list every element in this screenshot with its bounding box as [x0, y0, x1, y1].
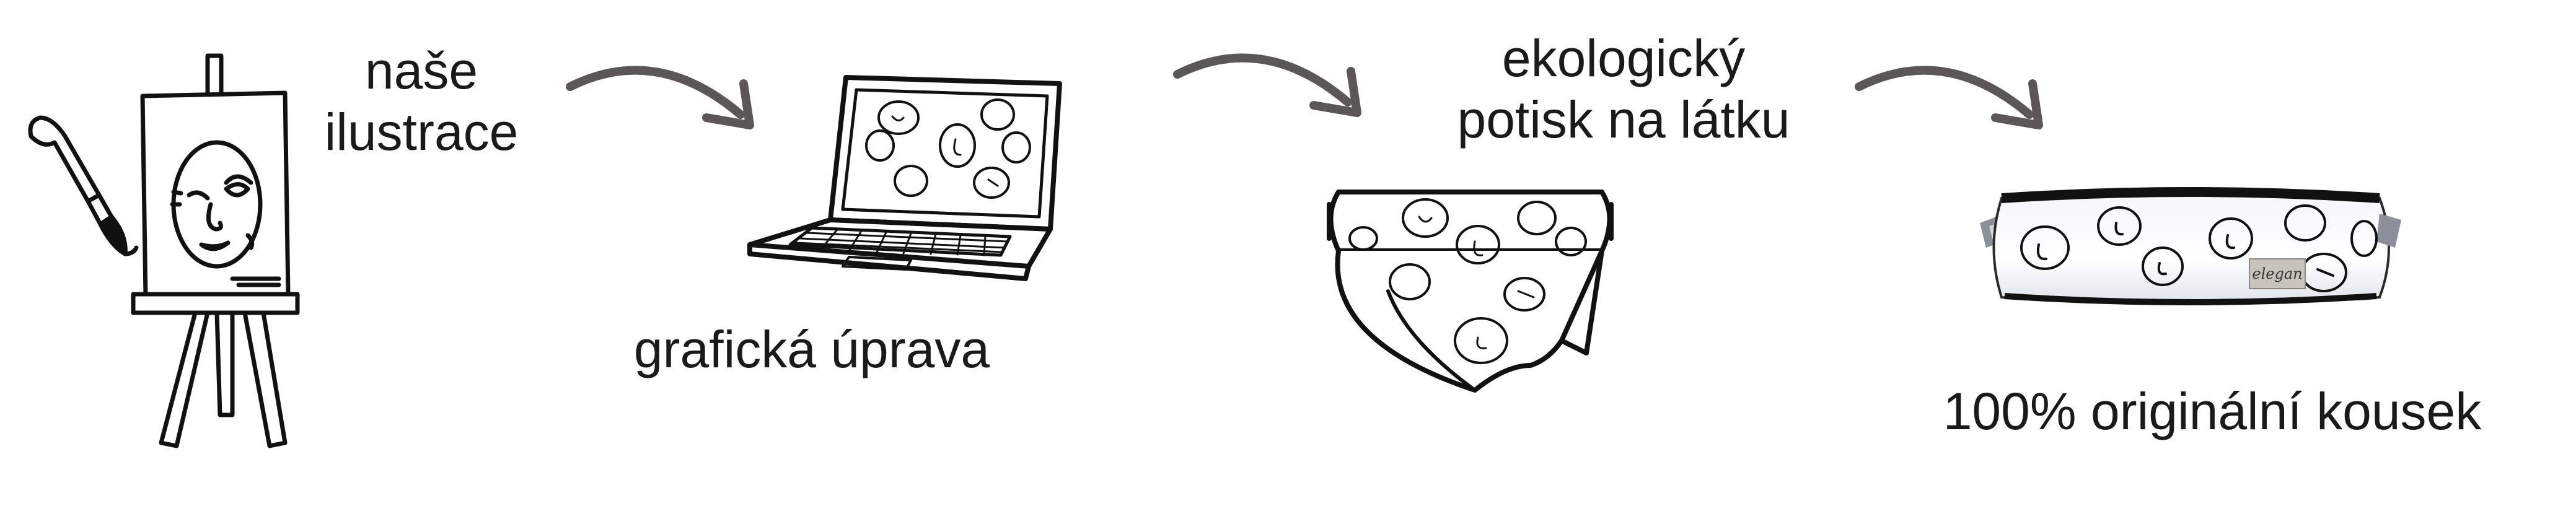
step-1-line-1: naše — [364, 41, 478, 100]
arrow-2-icon — [1173, 53, 1361, 117]
fabric-roll-illustration — [1320, 180, 1630, 409]
easel-icon — [28, 53, 300, 448]
laptop-illustration — [737, 68, 1072, 291]
step-3-line-1: ekologický — [1501, 29, 1746, 87]
pencil-case-illustration: elegan — [1977, 180, 2404, 319]
easel-illustration — [19, 50, 304, 452]
step-1-line-2: ilustrace — [324, 103, 519, 162]
pencil-case-product-photo — [1980, 187, 2401, 305]
fabric-roll-icon — [1327, 190, 1614, 393]
step-4-label: 100% originální kousek — [1933, 381, 2491, 442]
product-brand-tag: elegan — [2252, 265, 2303, 282]
step-2-line-1: grafická úprava — [633, 320, 990, 378]
step-4-line-1: 100% originální kousek — [1943, 382, 2482, 440]
step-3-line-2: potisk na látku — [1457, 90, 1790, 149]
step-2-label: grafická úprava — [595, 319, 1029, 380]
step-3-label: ekologický potisk na látku — [1425, 28, 1822, 150]
step-1-label: naše ilustrace — [316, 40, 527, 163]
arrow-1-icon — [566, 66, 754, 129]
laptop-icon — [747, 75, 1062, 281]
arrow-3-icon — [1855, 66, 2043, 129]
